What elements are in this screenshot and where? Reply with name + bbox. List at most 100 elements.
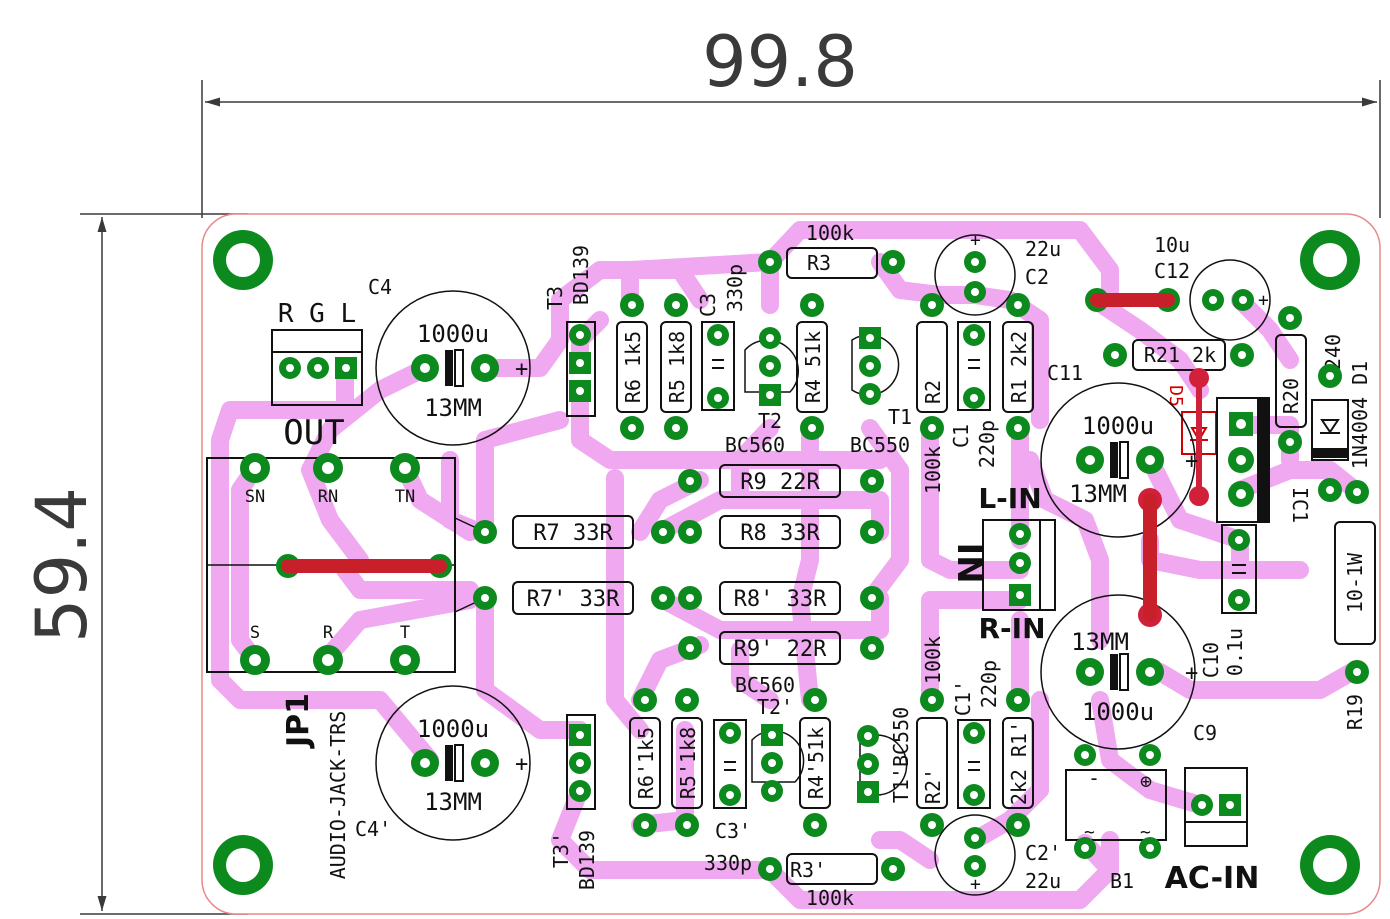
c2-value: 22u xyxy=(1025,237,1061,261)
c3b-value: 330p xyxy=(704,851,752,875)
r-label: R xyxy=(323,623,334,643)
c2-label: C2 xyxy=(1025,265,1049,289)
capacitor-c10: C10 0.1u xyxy=(1199,524,1257,678)
jack-label: AUDIO-JACK-TRS xyxy=(326,711,350,880)
svg-text:+: + xyxy=(1258,290,1269,311)
r20-value: 240 xyxy=(1321,334,1345,370)
resistor-r5: R5 1k8 xyxy=(660,293,692,440)
r5b-label: R5'1k8 xyxy=(676,727,700,799)
c12-value: 10u xyxy=(1154,233,1190,257)
capacitor-c3b: C3' 330p xyxy=(704,719,752,875)
svg-text:+: + xyxy=(970,230,981,251)
t1-type: BC550 xyxy=(850,433,910,457)
svg-text:+: + xyxy=(1185,661,1198,686)
c9-size: 13MM xyxy=(1071,628,1129,656)
capacitor-c1: C1 220p xyxy=(949,321,999,468)
r6-label: R6 1k5 xyxy=(621,331,645,403)
transistor-t1b: T1'BC550 xyxy=(857,707,913,803)
mounting-hole-bl xyxy=(213,835,273,895)
c10-label: C10 xyxy=(1199,642,1223,678)
transistor-t1: T1 BC550 xyxy=(850,327,912,457)
t3-type: BD139 xyxy=(569,245,593,305)
svg-text:~: ~ xyxy=(1140,822,1151,843)
input-connector: L-IN IN R-IN xyxy=(949,482,1056,645)
c11-size: 13MM xyxy=(1069,480,1127,508)
resistor-r7: R7 33R xyxy=(473,515,675,549)
c12-label: C12 xyxy=(1154,259,1190,283)
resistor-r8: R8 33R xyxy=(678,515,884,549)
c3b-label: C3' xyxy=(715,819,751,843)
r19-value: 10-1W xyxy=(1343,552,1367,613)
capacitor-c2b: + C2' 22u xyxy=(934,814,1061,896)
b1-label: B1 xyxy=(1110,869,1134,893)
r9b-label: R9' 22R xyxy=(734,637,827,662)
t1b-label: T1'BC550 xyxy=(889,707,913,803)
dimension-height-label: 59.4 xyxy=(21,487,103,643)
resistor-r3: R3 100k xyxy=(758,221,905,279)
resistor-r9: R9 22R xyxy=(678,464,884,498)
out-connector: R G L OUT xyxy=(271,299,363,453)
t2-label: T2 xyxy=(758,409,782,433)
c11-label: C11 xyxy=(1047,361,1083,385)
resistor-r19: 10-1W R19 xyxy=(1334,480,1376,730)
resistor-r4b: R4'51k xyxy=(799,688,831,837)
svg-text:⊕: ⊕ xyxy=(1140,769,1152,793)
resistor-r6b: R6'1k5 xyxy=(629,688,661,837)
r21-label: R21 2k xyxy=(1144,343,1216,367)
r5-label: R5 1k8 xyxy=(665,331,689,403)
resistor-r6: R6 1k5 xyxy=(616,293,648,440)
ic1-label: IC1 xyxy=(1288,487,1312,523)
capacitor-c2: + 22u C2 xyxy=(934,230,1061,316)
out-label: OUT xyxy=(283,413,344,453)
d5-label: D5 xyxy=(1165,385,1186,407)
r3b-label: R3' xyxy=(790,858,826,882)
ac-in-label: AC-IN xyxy=(1165,861,1260,896)
d1-label: 1N4004 D1 xyxy=(1348,361,1372,469)
svg-text:+: + xyxy=(970,874,981,895)
rn-label: RN xyxy=(318,487,338,507)
r-in-label: R-IN xyxy=(978,612,1045,645)
r9-label: R9 22R xyxy=(740,470,820,495)
r1b-label: 2k2 R1' xyxy=(1007,721,1031,805)
t3-label: T3 xyxy=(543,286,567,310)
r3-value: 100k xyxy=(806,221,854,245)
c11-value: 1000u xyxy=(1082,412,1154,440)
r2-label: R2 xyxy=(921,380,945,404)
resistor-r1: R1 2k2 xyxy=(1002,293,1034,440)
sn-label: SN xyxy=(245,487,265,507)
svg-text:+: + xyxy=(1185,449,1198,474)
r8-label: R8 33R xyxy=(740,521,820,546)
resistor-r2: R2 100k xyxy=(916,293,948,494)
resistor-r20: R20 240 xyxy=(1275,306,1345,454)
out-pins-label: R G L xyxy=(278,299,356,329)
transistor-t2b: T2' BC560 xyxy=(735,673,805,802)
svg-text:~: ~ xyxy=(1084,822,1095,843)
jp1-label: JP1 xyxy=(281,693,316,749)
c1-value: 220p xyxy=(975,420,999,468)
bridge-b1: - ⊕ ~ ~ B1 xyxy=(1065,744,1167,893)
c1-label: C1 xyxy=(949,424,973,448)
led-d5: D5 xyxy=(1165,368,1217,506)
ac-in-connector: AC-IN xyxy=(1165,767,1260,896)
c3-label: C3 xyxy=(696,293,720,317)
r3b-value: 100k xyxy=(806,886,854,910)
c2b-value: 22u xyxy=(1025,869,1061,893)
t1-label: T1 xyxy=(888,405,912,429)
r8b-label: R8' 33R xyxy=(734,587,827,612)
capacitor-c1b: C1' 220p xyxy=(951,660,1001,809)
c4b-label: C4' xyxy=(355,817,391,841)
resistor-r8b: R8' 33R xyxy=(678,581,884,615)
r3-label: R3 xyxy=(807,251,831,275)
in-label: IN xyxy=(949,542,989,583)
mounting-hole-tr xyxy=(1300,230,1360,290)
capacitor-c4: + 1000u 13MM C4 xyxy=(368,275,531,446)
resistor-r4: R4 51k xyxy=(796,293,828,440)
r4b-label: R4'51k xyxy=(804,727,828,799)
t2-type: BC560 xyxy=(725,433,785,457)
t-label: T xyxy=(400,623,410,643)
transistor-t2: T2 BC560 xyxy=(725,327,800,457)
c9-value: 1000u xyxy=(1082,698,1154,726)
svg-text:-: - xyxy=(1088,766,1100,790)
audio-jack-jp1: SN RN TN S R T JP1 AUDIO-JACK-TRS xyxy=(206,453,486,880)
